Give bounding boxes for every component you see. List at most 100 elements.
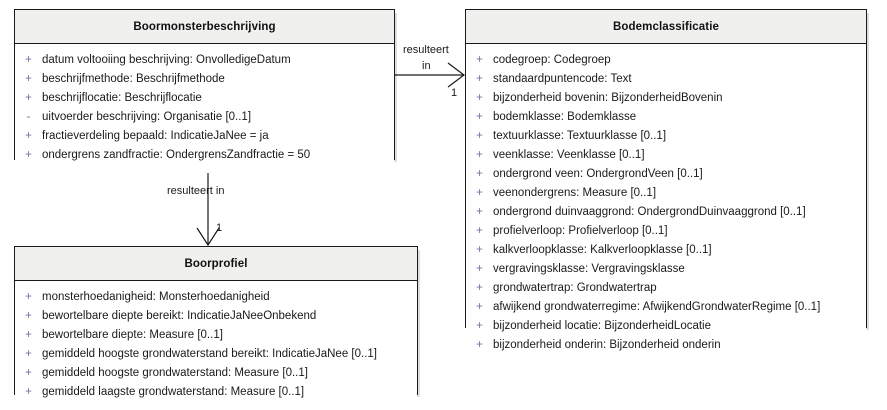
attribute-text: beschrijflocatie: Beschrijflocatie bbox=[42, 92, 202, 104]
visibility-marker: + bbox=[476, 301, 483, 313]
attribute-text: bijzonderheid locatie: BijzonderheidLoca… bbox=[493, 320, 712, 332]
visibility-marker: + bbox=[476, 92, 483, 104]
visibility-marker: + bbox=[25, 310, 32, 322]
class-box-boormonsterbeschrijving[interactable]: Boormonsterbeschrijving + datum voltooii… bbox=[14, 9, 395, 173]
visibility-marker: + bbox=[25, 149, 32, 161]
class-attributes-boorprofiel: + monsterhoedanigheid: Monsterhoedanighe… bbox=[15, 281, 417, 410]
attribute-text: datum voltooiing beschrijving: Onvolledi… bbox=[42, 54, 291, 66]
visibility-marker: + bbox=[476, 73, 483, 85]
attribute-row: + veenklasse: Veenklasse [0..1] bbox=[466, 146, 866, 165]
class-header-boormonsterbeschrijving: Boormonsterbeschrijving bbox=[15, 10, 394, 44]
attribute-text: profielverloop: Profielverloop [0..1] bbox=[493, 225, 668, 237]
attribute-row: + monsterhoedanigheid: Monsterhoedanighe… bbox=[15, 288, 417, 307]
attribute-row: + textuurklasse: Textuurklasse [0..1] bbox=[466, 127, 866, 146]
attribute-text: bodemklasse: Bodemklasse bbox=[493, 111, 637, 123]
visibility-marker: + bbox=[476, 263, 483, 275]
class-title-boormonsterbeschrijving: Boormonsterbeschrijving bbox=[133, 20, 276, 33]
attribute-row: + veenondergrens: Measure [0..1] bbox=[466, 184, 866, 203]
visibility-marker: + bbox=[476, 54, 483, 66]
attribute-text: textuurklasse: Textuurklasse [0..1] bbox=[493, 130, 667, 142]
attribute-text: ondergrond duinvaaggrond: OndergrondDuin… bbox=[493, 206, 806, 218]
attribute-row: + beschrijfmethode: Beschrijfmethode bbox=[15, 70, 394, 89]
open-arrowhead-bodemclassificatie bbox=[447, 62, 465, 88]
attribute-row: + ondergrens zandfractie: OndergrensZand… bbox=[15, 146, 394, 165]
attribute-text: codegroep: Codegroep bbox=[493, 54, 611, 66]
attribute-text: kalkverloopklasse: Kalkverloopklasse [0.… bbox=[493, 244, 712, 256]
class-attributes-boormonsterbeschrijving: + datum voltooiing beschrijving: Onvolle… bbox=[15, 44, 394, 173]
attribute-row: + bijzonderheid locatie: BijzonderheidLo… bbox=[466, 317, 866, 336]
visibility-marker: + bbox=[25, 386, 32, 398]
attribute-text: bewortelbare diepte bereikt: IndicatieJa… bbox=[42, 310, 317, 322]
attribute-row: + kalkverloopklasse: Kalkverloopklasse [… bbox=[466, 241, 866, 260]
attribute-text: bijzonderheid bovenin: BijzonderheidBove… bbox=[493, 92, 723, 104]
visibility-marker: + bbox=[25, 54, 32, 66]
attribute-text: beschrijfmethode: Beschrijfmethode bbox=[42, 73, 225, 85]
attribute-text: veenondergrens: Measure [0..1] bbox=[493, 187, 657, 199]
attribute-text: gemiddeld hoogste grondwaterstand: Measu… bbox=[42, 367, 308, 379]
attribute-row: + ondergrond duinvaaggrond: OndergrondDu… bbox=[466, 203, 866, 222]
visibility-marker: + bbox=[476, 339, 483, 351]
attribute-row: + bijzonderheid bovenin: BijzonderheidBo… bbox=[466, 89, 866, 108]
association-label-bodemclassificatie-line1: resulteert bbox=[403, 44, 449, 56]
visibility-marker: - bbox=[26, 111, 31, 123]
visibility-marker: + bbox=[476, 282, 483, 294]
class-title-bodemclassificatie: Bodemclassificatie bbox=[613, 20, 719, 33]
visibility-marker: + bbox=[476, 149, 483, 161]
attribute-row: + gemiddeld hoogste grondwaterstand: Mea… bbox=[15, 364, 417, 383]
visibility-marker: + bbox=[476, 206, 483, 218]
class-header-boorprofiel: Boorprofiel bbox=[15, 247, 417, 281]
attribute-text: bewortelbare diepte: Measure [0..1] bbox=[42, 329, 223, 341]
attribute-text: grondwatertrap: Grondwatertrap bbox=[493, 282, 657, 294]
visibility-marker: + bbox=[476, 225, 483, 237]
visibility-marker: + bbox=[476, 168, 483, 180]
attribute-row: + gemiddeld hoogste grondwaterstand bere… bbox=[15, 345, 417, 364]
attribute-row: + datum voltooiing beschrijving: Onvolle… bbox=[15, 51, 394, 70]
class-box-bodemclassificatie[interactable]: Bodemclassificatie + codegroep: Codegroe… bbox=[465, 9, 867, 363]
attribute-text: vergravingsklasse: Vergravingsklasse bbox=[493, 263, 685, 275]
attribute-row: + gemiddeld laagste grondwaterstand: Mea… bbox=[15, 383, 417, 402]
class-header-bodemclassificatie: Bodemclassificatie bbox=[466, 10, 866, 44]
attribute-text: veenklasse: Veenklasse [0..1] bbox=[493, 149, 645, 161]
class-attributes-bodemclassificatie: + codegroep: Codegroep + standaardpunten… bbox=[466, 44, 866, 363]
attribute-row: + afwijkend grondwaterregime: AfwijkendG… bbox=[466, 298, 866, 317]
class-title-boorprofiel: Boorprofiel bbox=[184, 257, 248, 270]
attribute-text: uitvoerder beschrijving: Organisatie [0.… bbox=[42, 111, 252, 123]
attribute-row: + bodemklasse: Bodemklasse bbox=[466, 108, 866, 127]
attribute-row: + grondwatertrap: Grondwatertrap bbox=[466, 279, 866, 298]
attribute-row: + bewortelbare diepte: Measure [0..1] bbox=[15, 326, 417, 345]
association-label-bodemclassificatie-line2: in bbox=[422, 60, 431, 72]
visibility-marker: + bbox=[25, 73, 32, 85]
class-box-boorprofiel[interactable]: Boorprofiel + monsterhoedanigheid: Monst… bbox=[14, 246, 418, 410]
association-multiplicity-bodemclassificatie: 1 bbox=[451, 87, 458, 99]
visibility-marker: + bbox=[25, 130, 32, 142]
attribute-row: + vergravingsklasse: Vergravingsklasse bbox=[466, 260, 866, 279]
visibility-marker: + bbox=[476, 130, 483, 142]
attribute-row: + profielverloop: Profielverloop [0..1] bbox=[466, 222, 866, 241]
attribute-text: gemiddeld laagste grondwaterstand: Measu… bbox=[42, 386, 305, 398]
attribute-text: afwijkend grondwaterregime: AfwijkendGro… bbox=[493, 301, 821, 313]
attribute-row: + standaardpuntencode: Text bbox=[466, 70, 866, 89]
attribute-row: + beschrijflocatie: Beschrijflocatie bbox=[15, 89, 394, 108]
attribute-row: + bijzonderheid onderin: Bijzonderheid o… bbox=[466, 336, 866, 355]
attribute-text: gemiddeld hoogste grondwaterstand bereik… bbox=[42, 348, 377, 360]
visibility-marker: + bbox=[476, 187, 483, 199]
attribute-text: ondergrond veen: OndergrondVeen [0..1] bbox=[493, 168, 703, 180]
attribute-row: + codegroep: Codegroep bbox=[466, 51, 866, 70]
attribute-text: bijzonderheid onderin: Bijzonderheid ond… bbox=[493, 339, 721, 351]
attribute-row: + bewortelbare diepte bereikt: Indicatie… bbox=[15, 307, 417, 326]
attribute-row: + fractieverdeling bepaald: IndicatieJaN… bbox=[15, 127, 394, 146]
attribute-text: monsterhoedanigheid: Monsterhoedanigheid bbox=[42, 291, 270, 303]
visibility-marker: + bbox=[476, 320, 483, 332]
visibility-marker: + bbox=[25, 291, 32, 303]
attribute-text: standaardpuntencode: Text bbox=[493, 73, 632, 85]
visibility-marker: + bbox=[476, 244, 483, 256]
visibility-marker: + bbox=[25, 329, 32, 341]
attribute-text: fractieverdeling bepaald: IndicatieJaNee… bbox=[42, 130, 269, 142]
visibility-marker: + bbox=[25, 367, 32, 379]
visibility-marker: + bbox=[25, 92, 32, 104]
visibility-marker: + bbox=[25, 348, 32, 360]
association-label-boorprofiel: resulteert in bbox=[167, 185, 225, 197]
attribute-text: ondergrens zandfractie: OndergrensZandfr… bbox=[42, 149, 311, 161]
association-multiplicity-boorprofiel: 1 bbox=[216, 222, 223, 234]
